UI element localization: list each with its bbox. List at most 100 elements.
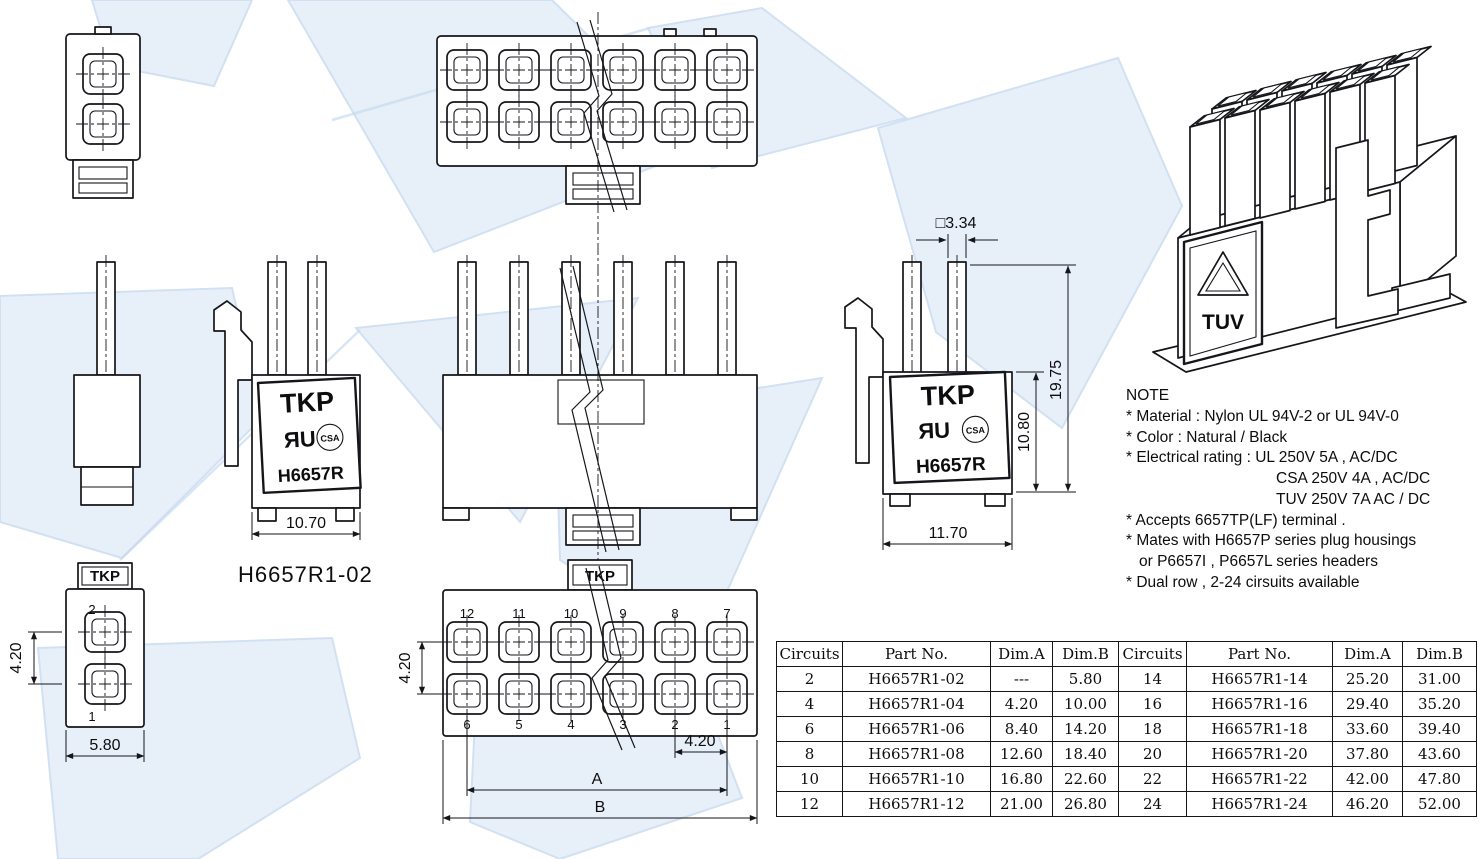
cell: 21.00	[990, 791, 1053, 817]
cell: 20	[1118, 741, 1187, 767]
dim-width-2pos: 5.80	[89, 737, 120, 754]
cell: H6657R1-14	[1186, 666, 1333, 692]
marking-plate: TKP ЯU CSA H6657R	[888, 370, 1011, 485]
dim-depth-a: 10.70	[286, 515, 326, 532]
front-view-12pos-dimensioned: TKP 12 11 10 9 8 7 6 5 4 3 2 1 4.20 4.20…	[397, 559, 758, 824]
dim-row-pitch: 4.20	[397, 652, 414, 683]
note-line: or P6657I , P6657L series headers	[1139, 553, 1378, 571]
cell: 26.80	[1052, 791, 1119, 817]
dim-a-label: A	[592, 771, 603, 788]
cell: 31.00	[1402, 666, 1477, 692]
csa-icon	[961, 415, 989, 443]
col-part-no: Part No.	[1186, 641, 1333, 667]
cell: 33.60	[1332, 716, 1403, 742]
cell: H6657R1-18	[1186, 716, 1333, 742]
dimension-table: Circuits Part No. Dim.A Dim.B Circuits P…	[776, 641, 1477, 817]
cell: 4	[776, 691, 843, 717]
brand-marking: TKP	[920, 379, 975, 411]
front-view-2pos-dimensioned: TKP 2 1 4.20 5.80	[8, 562, 145, 762]
pin-number: 11	[512, 606, 526, 621]
cell: H6657R1-02	[842, 666, 991, 692]
tuv-logo-label: TUV	[1202, 311, 1244, 334]
cell: H6657R1-20	[1186, 741, 1333, 767]
note-line: * Mates with H6657P series plug housings	[1126, 532, 1417, 550]
cell: 16	[1118, 691, 1187, 717]
cell: 8	[776, 741, 843, 767]
cell: 29.40	[1332, 691, 1403, 717]
brand-marking: TKP	[279, 386, 334, 419]
ul-recognized-icon: ЯU	[283, 426, 316, 453]
col-part-no: Part No.	[842, 641, 991, 667]
cell: 12	[776, 791, 843, 817]
note-line: * Material : Nylon UL 94V-2 or UL 94V-0	[1126, 407, 1399, 425]
cell: H6657R1-12	[842, 791, 991, 817]
pin-number: 1	[88, 709, 95, 724]
cell: 12.60	[990, 741, 1053, 767]
cell: 18.40	[1052, 741, 1119, 767]
front-view-2pos	[65, 26, 141, 199]
front-view-12pos	[436, 19, 758, 213]
cell: 16.80	[990, 766, 1053, 792]
tuv-triangle-icon	[1197, 251, 1249, 296]
dim-pin-square: □3.34	[936, 215, 977, 232]
note-line: * Electrical rating : UL 250V 5A , AC/DC	[1126, 449, 1398, 467]
cell: 24	[1118, 791, 1187, 817]
terminal-pin	[96, 254, 116, 383]
col-dim-b: Dim.B	[1402, 641, 1477, 667]
side-view-2pos-dimensioned: TKP ЯU CSA H6657R □3.34 10.80 19.75 11.7…	[844, 215, 1076, 550]
pin-number: 5	[515, 717, 522, 732]
table-row: 8 H6657R1-08 12.60 18.40 20 H6657R1-20 3…	[776, 741, 1477, 767]
marking-plate: TKP ЯU CSA H6657R	[256, 376, 362, 495]
part-number-label: H6657R1-02	[238, 562, 373, 587]
table-row: 2 H6657R1-02 --- 5.80 14 H6657R1-14 25.2…	[776, 666, 1477, 692]
pin-number: 2	[88, 602, 95, 617]
dim-depth-b: 11.70	[929, 525, 968, 542]
csa-icon-label: CSA	[320, 433, 340, 444]
cell: 42.00	[1332, 766, 1403, 792]
cell: 18	[1118, 716, 1187, 742]
note-block: NOTE * Material : Nylon UL 94V-2 or UL 9…	[1126, 386, 1474, 594]
note-line: * Dual row , 2-24 cirsuits available	[1126, 573, 1360, 591]
table-row: 4 H6657R1-04 4.20 10.00 16 H6657R1-16 29…	[776, 691, 1477, 717]
locking-latch	[1335, 139, 1399, 329]
pin-number: 8	[671, 606, 678, 621]
dim-b-label: B	[595, 799, 606, 816]
part-marking: H6657R	[277, 463, 344, 486]
note-title: NOTE	[1126, 387, 1170, 404]
col-dim-a: Dim.A	[1332, 641, 1403, 667]
note-line: * Color : Natural / Black	[1126, 428, 1288, 446]
cell: 47.80	[1402, 766, 1477, 792]
cell: 10.00	[1052, 691, 1119, 717]
cell: 22	[1118, 766, 1187, 792]
cell: H6657R1-22	[1186, 766, 1333, 792]
note-line: CSA 250V 4A , AC/DC	[1276, 470, 1431, 488]
dim-height-total: 19.75	[1048, 360, 1065, 400]
part-marking: H6657R	[916, 454, 987, 478]
cell: 14.20	[1052, 716, 1119, 742]
cell: H6657R1-06	[842, 716, 991, 742]
cell: 37.80	[1332, 741, 1403, 767]
cell: 14	[1118, 666, 1187, 692]
cell: 5.80	[1052, 666, 1119, 692]
cell: 39.40	[1402, 716, 1477, 742]
cell: H6657R1-24	[1186, 791, 1333, 817]
col-dim-b: Dim.B	[1052, 641, 1119, 667]
col-circuits: Circuits	[776, 641, 843, 667]
cell: 46.20	[1332, 791, 1403, 817]
brand-tab-label: TKP	[90, 568, 120, 585]
note-line: * Accepts 6657TP(LF) terminal .	[1126, 511, 1346, 529]
cell: 25.20	[1332, 666, 1403, 692]
cell: 2	[776, 666, 843, 692]
cell: 52.00	[1402, 791, 1477, 817]
col-dim-a: Dim.A	[990, 641, 1053, 667]
locking-latch	[844, 297, 884, 464]
side-view-12pos	[442, 254, 758, 553]
cell: H6657R1-16	[1186, 691, 1333, 717]
table-row: 6 H6657R1-06 8.40 14.20 18 H6657R1-18 33…	[776, 716, 1477, 742]
dim-height-body: 10.80	[1016, 412, 1033, 452]
cell: H6657R1-04	[842, 691, 991, 717]
cell: H6657R1-08	[842, 741, 991, 767]
csa-icon-label: CSA	[966, 425, 986, 436]
